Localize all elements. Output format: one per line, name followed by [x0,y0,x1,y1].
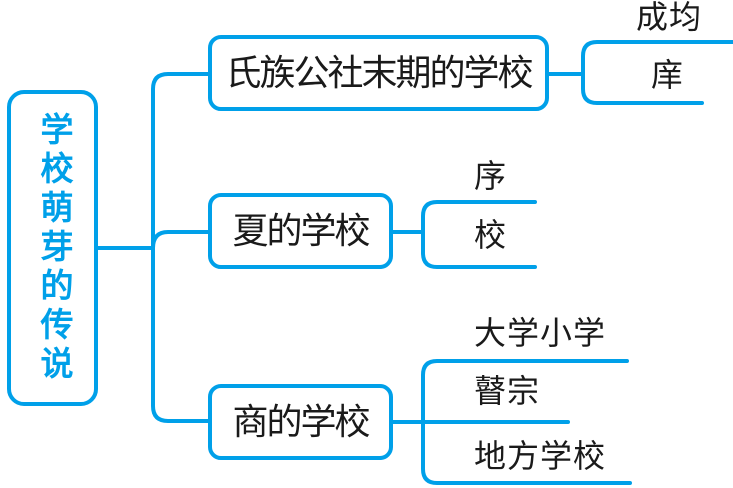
branch-node-clan-commune: 氏族公社末期的学校 [208,35,549,111]
branch-node-shang-schools: 商的学校 [208,384,393,460]
leaf-label-xu: 序 [474,158,508,194]
fork-branch0 [581,40,733,105]
fork-branch1 [421,200,537,269]
leaf-label-chengjun: 成均 [636,0,703,35]
leaf-label-xiang: 庠 [651,57,685,93]
leaf-label-difang-xuexiao: 地方学校 [474,438,607,474]
connector-trunk [151,72,210,423]
fork-branch2 [421,359,632,485]
leaf-label-daxue-xiaoxue: 大学小学 [474,315,607,351]
branch-node-label: 氏族公社末期的学校 [225,53,533,93]
connector-middle-branch [151,230,210,250]
root-node: 学校萌芽的传说 [7,90,98,406]
leaf-label-guzong: 瞽宗 [474,373,541,409]
branch-node-xia-schools: 夏的学校 [208,193,393,269]
leaf-label-xiao: 校 [474,217,508,253]
root-node-label: 学校萌芽的传说 [35,111,71,385]
branch-node-label: 夏的学校 [232,211,370,251]
branch-node-label: 商的学校 [232,402,370,442]
